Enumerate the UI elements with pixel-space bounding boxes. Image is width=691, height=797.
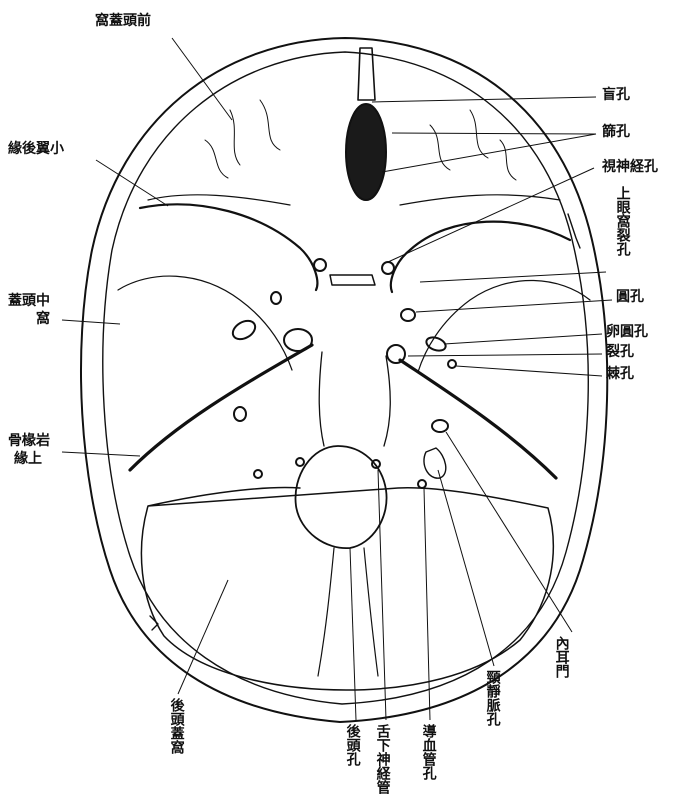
optic-foramen-right	[382, 262, 394, 274]
leader-post-fossa	[178, 580, 228, 694]
leader-lines	[62, 38, 612, 720]
label-superior-orbital-fissure: 上眼窩裂孔	[614, 186, 630, 256]
label-foramen-ovale: 卵圓孔	[606, 325, 648, 340]
label-foramen-rotundum: 圓孔	[616, 290, 644, 305]
leader-cribriform-a	[392, 133, 596, 134]
label-internal-acoustic-meatus: 內耳門	[553, 636, 569, 678]
jugular-foramen-right	[424, 448, 446, 478]
label-emissary-foramen: 導血管孔	[420, 724, 436, 780]
label-hypoglossal-canal: 舌下神経管	[374, 724, 390, 794]
cribriform-plate	[346, 104, 386, 200]
lesser-wing-left	[140, 204, 317, 290]
leader-rotundum	[416, 300, 612, 312]
sella-turcica	[330, 275, 375, 285]
leader-hypoglossal	[378, 470, 386, 720]
middle-fossa-right	[418, 280, 590, 372]
foramen-rotundum-left	[271, 292, 281, 304]
foramen-lacerum-right	[387, 345, 405, 363]
label-optic-canal: 視神経孔	[602, 160, 658, 175]
clivus	[319, 352, 390, 446]
label-posterior-cranial-fossa: 後頭蓋窩	[168, 698, 184, 754]
leader-ovale	[444, 334, 602, 344]
petrous-ridge-left	[130, 345, 312, 470]
hypoglossal-canal-left	[296, 458, 304, 466]
foramen-left-small	[254, 470, 262, 478]
label-jugular-foramen: 頸靜脈孔	[484, 670, 500, 726]
posterior-fossa-outline	[141, 488, 553, 690]
emissary-foramen-right	[418, 480, 426, 488]
foramen-magnum	[295, 446, 386, 548]
label-foramen-magnum: 後頭孔	[344, 724, 360, 766]
internal-acoustic-meatus-right	[432, 420, 448, 432]
foramen-spinosum-right	[448, 360, 456, 368]
optic-foramen-left	[314, 259, 326, 271]
frontal-markings-right	[430, 110, 516, 180]
leader-sup-orbital	[420, 272, 606, 282]
leader-jugular	[438, 470, 494, 666]
leader-foramen-caecum	[372, 97, 596, 102]
foramen-lacerum-left	[284, 329, 312, 351]
middle-fossa-left	[118, 276, 292, 370]
leader-emissary	[424, 488, 430, 720]
label-cribriform-foramina: 篩孔	[602, 125, 630, 140]
skull-outer-outline	[81, 38, 607, 722]
leader-ant-fossa	[172, 38, 232, 120]
leader-magnum	[350, 548, 356, 720]
leader-lacerum	[408, 354, 602, 356]
anterior-fossa-ridge	[148, 195, 560, 205]
label-foramen-lacerum: 裂孔	[606, 345, 634, 360]
label-petrous-ridge-2: 緣上	[14, 452, 42, 467]
label-middle-cranial-fossa-2: 窩	[36, 312, 50, 327]
label-lesser-wing-posterior-margin: 緣後翼小	[8, 142, 64, 157]
foramen-rotundum-right	[401, 309, 415, 321]
internal-acoustic-meatus-left	[234, 407, 246, 421]
crista-galli	[358, 48, 375, 100]
label-petrous-ridge-1: 骨椽岩	[8, 434, 50, 449]
frontal-markings-left	[205, 100, 280, 178]
label-middle-cranial-fossa-1: 蓋頭中	[8, 294, 50, 309]
label-foramen-caecum: 盲孔	[602, 88, 630, 103]
leader-spinosum	[456, 366, 602, 376]
label-anterior-cranial-fossa: 窩蓋頭前	[95, 14, 151, 29]
label-foramen-spinosum: 棘孔	[606, 367, 634, 382]
leader-mid-fossa	[62, 320, 120, 324]
internal-occipital-crest	[318, 548, 378, 676]
leader-optic	[388, 168, 594, 262]
leader-petrous	[62, 452, 140, 456]
leader-cribriform-b	[382, 134, 596, 172]
foramen-ovale-left	[230, 317, 259, 343]
